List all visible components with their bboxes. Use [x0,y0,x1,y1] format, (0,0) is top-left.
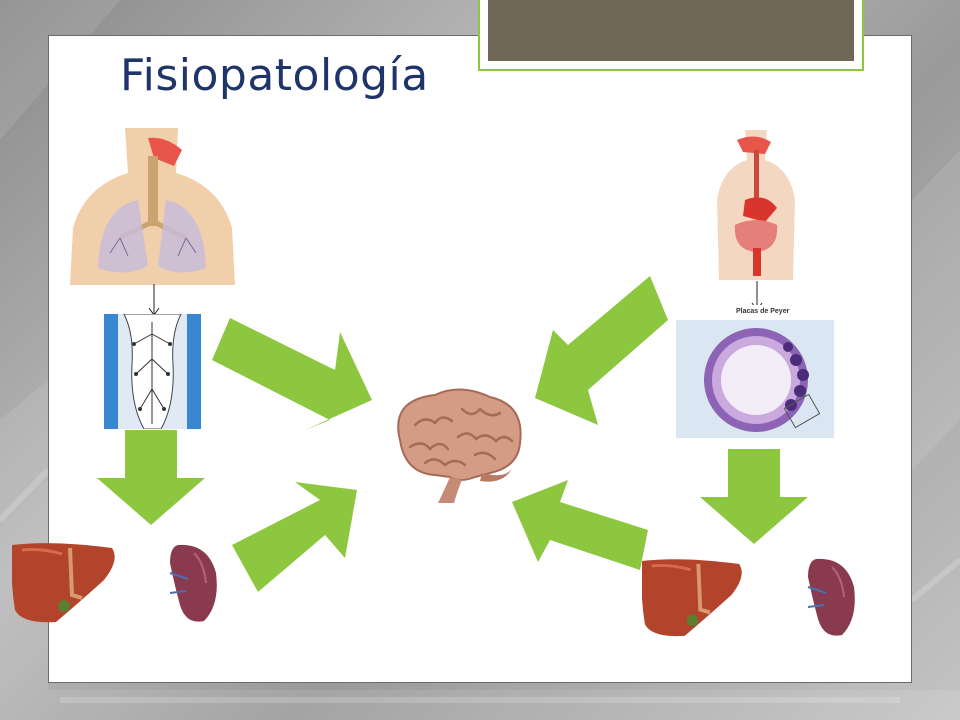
liver-icon [12,540,117,624]
liver-icon-right [642,556,744,638]
lymphatic-system-icon [104,314,201,429]
arrow-organs-right-to-brain [512,480,648,570]
respiratory-system-icon [70,128,235,285]
arrow-organs-to-brain [232,482,357,592]
arrow-down-right [700,449,808,544]
peyer-patches-icon: Placas de Peyer [676,305,834,438]
spleen-icon-right [802,557,858,637]
arrow-down-left [97,430,205,525]
spleen-icon [164,543,220,623]
digestive-system-icon [715,130,797,280]
brain-icon [380,385,530,503]
arrow-peyer-to-brain [535,276,668,425]
slide-title: Fisiopatología [120,50,429,101]
arrow-lymph-to-brain [212,318,372,430]
title-accent-fill [488,0,854,61]
peyer-patches-label: Placas de Peyer [736,308,790,315]
title-accent-tab [478,0,864,71]
